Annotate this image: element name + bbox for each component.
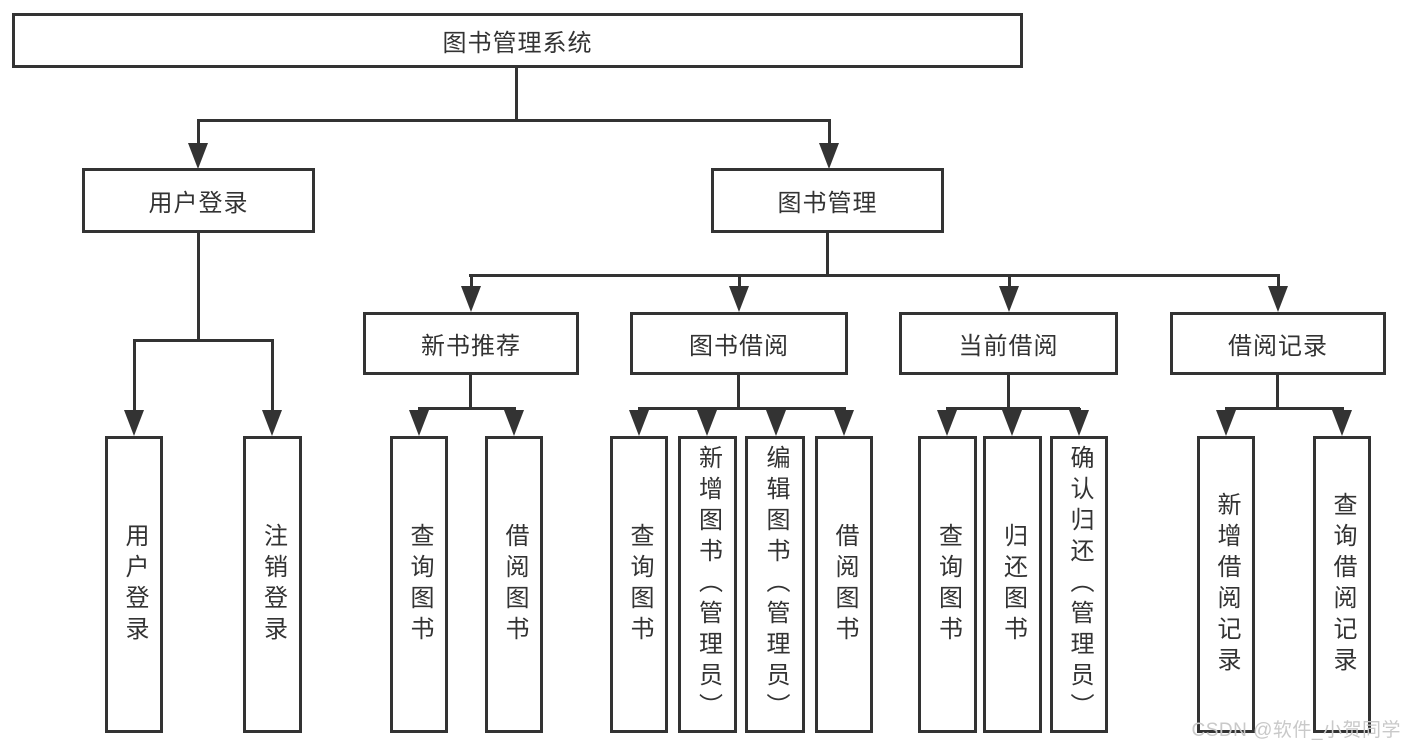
arrow-to-borrow-records [1268, 275, 1288, 312]
connector-cb-drop [1007, 373, 1010, 410]
arrow-to-nbr-borrow [504, 408, 524, 436]
connector-bb-rail [638, 407, 846, 410]
arrow-to-bb-edit [766, 408, 786, 436]
leaf-bb-add-books-admin-label: 新增图书（管理员） [694, 445, 722, 724]
connector-user-login-drop [197, 230, 200, 341]
connector-nbr-drop [469, 373, 472, 410]
arrow-to-cb-query [937, 408, 957, 436]
node-current-borrow-label: 当前借阅 [958, 333, 1059, 360]
node-current-borrow: 当前借阅 [899, 312, 1118, 375]
leaf-user-login: 用户登录 [105, 436, 163, 733]
node-new-book-rec: 新书推荐 [363, 312, 579, 375]
leaf-nbr-borrow-books: 借阅图书 [485, 436, 543, 733]
connector-br-drop [1276, 373, 1279, 410]
leaf-cb-return-books: 归还图书 [983, 436, 1042, 733]
arrow-to-nbr-query [409, 408, 429, 436]
arrow-to-br-query [1332, 408, 1352, 436]
connector-level2-rail [197, 119, 831, 122]
arrow-to-bb-borrow [834, 408, 854, 436]
node-user-login-label: 用户登录 [148, 190, 249, 217]
leaf-logout-label: 注销登录 [259, 522, 287, 647]
leaf-cb-return-books-label: 归还图书 [999, 522, 1027, 647]
leaf-user-login-label: 用户登录 [121, 522, 148, 647]
node-borrow-records-label: 借阅记录 [1228, 333, 1328, 360]
leaf-bb-query-books-label: 查询图书 [626, 522, 653, 647]
leaf-bb-borrow-books-label: 借阅图书 [831, 522, 858, 647]
arrow-to-cb-confirm [1069, 408, 1089, 436]
arrow-to-cb-return [1002, 408, 1022, 436]
leaf-cb-query-books-label: 查询图书 [934, 522, 962, 647]
node-new-book-rec-label: 新书推荐 [421, 333, 521, 360]
connector-root-drop [515, 66, 518, 121]
node-borrow-records: 借阅记录 [1170, 312, 1386, 375]
arrow-to-bb-add [697, 408, 717, 436]
leaf-logout: 注销登录 [243, 436, 302, 733]
node-book-mgmt-label: 图书管理 [777, 190, 878, 217]
csdn-watermark: CSDN @软件_小贺同学 [1191, 720, 1401, 741]
leaf-nbr-borrow-books-label: 借阅图书 [501, 522, 528, 647]
connector-br-rail [1225, 407, 1344, 410]
node-user-login: 用户登录 [82, 168, 315, 233]
leaf-br-query-record-label: 查询借阅记录 [1329, 491, 1356, 678]
connector-level3-rail [469, 274, 1280, 277]
arrow-to-book-mgmt [819, 120, 839, 169]
arrow-to-br-add [1216, 408, 1236, 436]
connector-bb-drop [737, 373, 740, 410]
connector-nbr-rail [418, 407, 516, 410]
leaf-br-query-record: 查询借阅记录 [1313, 436, 1371, 733]
leaf-bb-add-books-admin: 新增图书（管理员） [678, 436, 737, 733]
node-book-mgmt: 图书管理 [711, 168, 944, 233]
leaf-cb-confirm-return-admin-label: 确认归还（管理员） [1066, 445, 1093, 724]
leaf-cb-confirm-return-admin: 确认归还（管理员） [1050, 436, 1108, 733]
node-book-borrow-label: 图书借阅 [689, 333, 789, 360]
arrow-to-new-book-rec [461, 275, 481, 312]
leaf-nbr-query-books: 查询图书 [390, 436, 448, 733]
connector-book-mgmt-drop [826, 230, 829, 276]
connector-user-login-rail [133, 339, 274, 342]
leaf-nbr-query-books-label: 查询图书 [406, 522, 433, 647]
leaf-bb-edit-books-admin-label: 编辑图书（管理员） [762, 445, 789, 724]
arrow-to-bb-query [629, 408, 649, 436]
node-book-borrow: 图书借阅 [630, 312, 848, 375]
leaf-bb-edit-books-admin: 编辑图书（管理员） [745, 436, 805, 733]
arrow-to-user-login [188, 120, 208, 169]
arrow-to-current-borrow [999, 275, 1019, 312]
arrow-to-leaf-user-login [124, 340, 144, 436]
leaf-br-add-record: 新增借阅记录 [1197, 436, 1255, 733]
arrow-to-leaf-logout [262, 340, 282, 436]
arrow-to-book-borrow [729, 275, 749, 312]
leaf-cb-query-books: 查询图书 [918, 436, 977, 733]
node-root: 图书管理系统 [12, 13, 1023, 68]
node-root-label: 图书管理系统 [442, 30, 593, 57]
leaf-br-add-record-label: 新增借阅记录 [1213, 491, 1240, 678]
leaf-bb-query-books: 查询图书 [610, 436, 668, 733]
leaf-bb-borrow-books: 借阅图书 [815, 436, 873, 733]
